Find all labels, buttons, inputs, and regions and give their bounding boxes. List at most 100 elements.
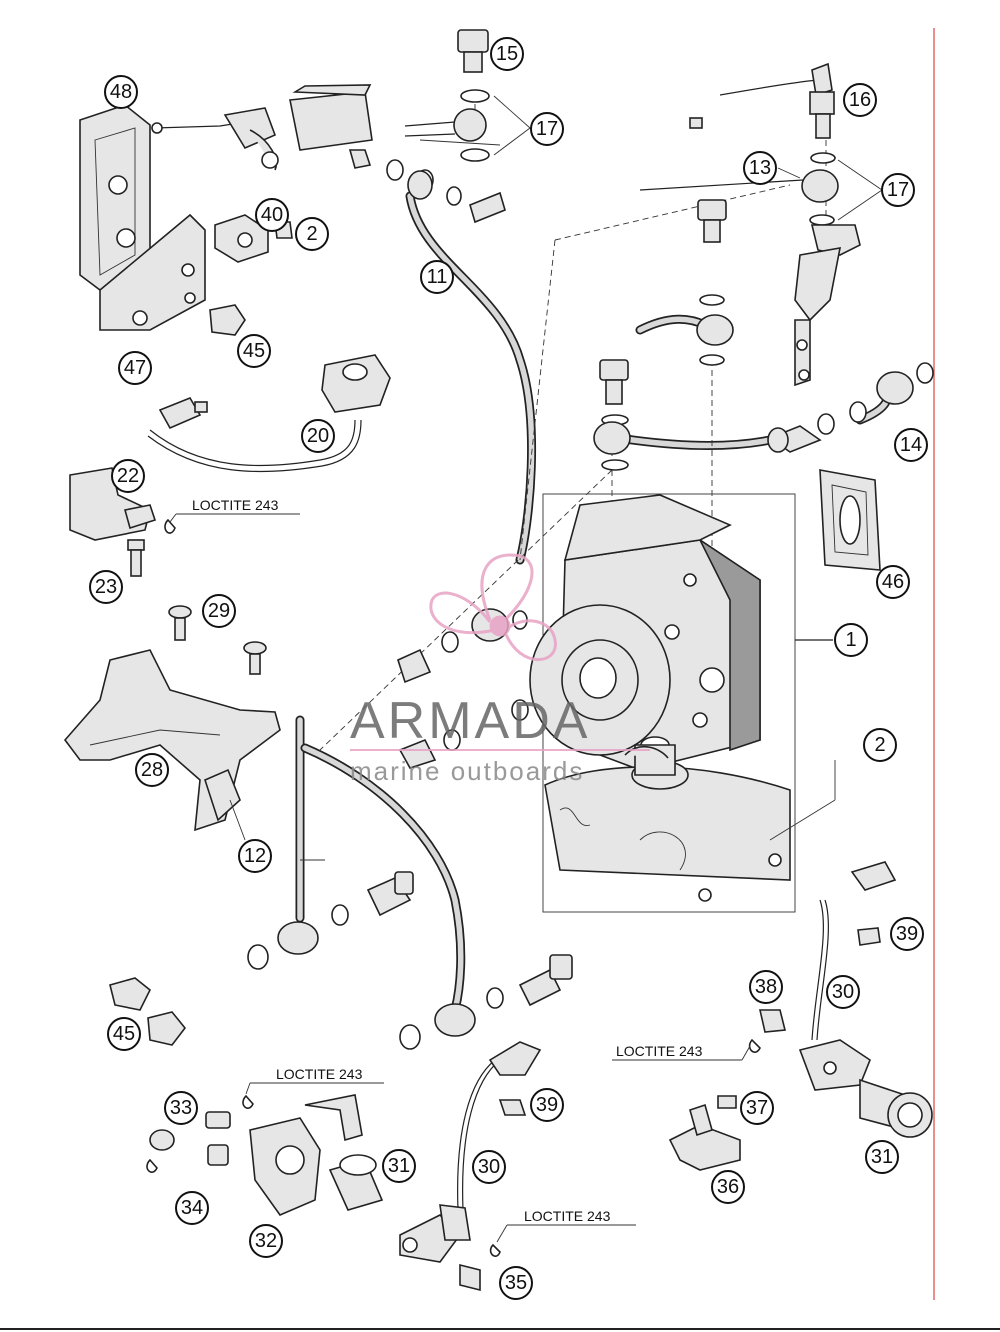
svg-text:22: 22: [117, 465, 139, 487]
svg-text:11: 11: [427, 266, 448, 288]
callout-14: 14: [894, 428, 928, 462]
callout-leaders: [229, 95, 883, 841]
rear-master-cylinder: [639, 62, 861, 387]
brake-pedal-bracket: [79, 104, 206, 331]
svg-text:28: 28: [141, 759, 163, 781]
svg-text:33: 33: [170, 1097, 192, 1119]
callout-22: 22: [111, 459, 145, 493]
svg-text:31: 31: [871, 1146, 893, 1168]
lower-fittings: [247, 608, 573, 1050]
svg-text:36: 36: [717, 1176, 739, 1198]
brake-lines: [147, 79, 893, 1211]
svg-text:40: 40: [261, 204, 283, 226]
rear-sensor-right: [668, 861, 933, 1171]
callout-2-top: 2: [295, 217, 329, 251]
svg-text:14: 14: [900, 434, 922, 456]
loctite-text-4: LOCTITE 243: [524, 1208, 611, 1224]
callout-46: 46: [876, 565, 910, 599]
callout-31-bottom: 31: [382, 1149, 416, 1183]
callout-47: 47: [118, 351, 152, 385]
callout-17-right: 17: [881, 173, 915, 207]
callout-39-right: 39: [890, 917, 924, 951]
callout-16: 16: [843, 83, 877, 117]
clamp-40: [214, 214, 293, 263]
svg-text:45: 45: [113, 1023, 135, 1045]
svg-text:30: 30: [832, 981, 854, 1003]
svg-text:48: 48: [110, 81, 132, 103]
callout-29: 29: [202, 594, 236, 628]
svg-text:31: 31: [388, 1155, 410, 1177]
holder-28: [63, 649, 281, 832]
cover-46: [819, 469, 881, 571]
bolts-29: [168, 605, 267, 675]
callout-20: 20: [301, 419, 335, 453]
loctite-label-3: LOCTITE 243: [612, 1043, 751, 1061]
callout-40: 40: [255, 198, 289, 232]
callout-32: 32: [249, 1224, 283, 1258]
callout-48: 48: [104, 75, 138, 109]
callout-45-bottom: 45: [107, 1017, 141, 1051]
svg-text:2: 2: [306, 223, 317, 245]
callout-35: 35: [499, 1266, 533, 1300]
callout-39-bottom: 39: [530, 1088, 564, 1122]
abs-unit: [529, 493, 833, 913]
callout-11: 11: [420, 260, 454, 294]
svg-text:30: 30: [478, 1156, 500, 1178]
bracket-22: [69, 467, 176, 577]
svg-text:15: 15: [496, 43, 518, 65]
propeller-logo: [429, 553, 557, 662]
watermark-brand: ARMADA: [350, 692, 590, 750]
svg-text:23: 23: [95, 576, 117, 598]
svg-text:12: 12: [244, 845, 266, 867]
banjo-bolt-top: [404, 29, 490, 162]
armada-watermark: ARMADA marine outboards: [350, 553, 650, 786]
callout-12: 12: [238, 839, 272, 873]
svg-text:16: 16: [849, 89, 871, 111]
clip-45-bottom: [109, 977, 187, 1046]
svg-text:39: 39: [536, 1094, 558, 1116]
callout-31-right: 31: [865, 1140, 899, 1174]
svg-text:35: 35: [505, 1272, 527, 1294]
callout-34: 34: [175, 1191, 209, 1225]
svg-text:29: 29: [208, 600, 230, 622]
callout-23: 23: [89, 570, 123, 604]
callout-15: 15: [490, 37, 524, 71]
loctite-text-2: LOCTITE 243: [276, 1066, 363, 1082]
loctite-text-3: LOCTITE 243: [616, 1043, 703, 1059]
svg-text:46: 46: [882, 571, 904, 593]
callout-13: 13: [743, 151, 777, 185]
callout-37: 37: [740, 1091, 774, 1125]
loctite-label-1: LOCTITE 243: [169, 497, 300, 523]
sensor-20: [158, 354, 391, 430]
callout-30-right: 30: [826, 975, 860, 1009]
callout-1: 1: [834, 623, 868, 657]
callout-28: 28: [135, 753, 169, 787]
callout-30-bottom: 30: [472, 1150, 506, 1184]
svg-text:39: 39: [896, 923, 918, 945]
svg-text:20: 20: [307, 425, 329, 447]
callout-2-right: 2: [863, 728, 897, 762]
svg-text:32: 32: [255, 1230, 277, 1252]
callout-38: 38: [749, 970, 783, 1004]
callout-45-top: 45: [237, 334, 271, 368]
clip-45-top: [209, 304, 246, 336]
loctite-text-1: LOCTITE 243: [192, 497, 279, 513]
front-master-cylinder: [151, 84, 506, 224]
loctite-label-2: LOCTITE 243: [245, 1066, 384, 1095]
abs-banjo-fittings: [593, 199, 934, 471]
svg-text:45: 45: [243, 340, 265, 362]
svg-text:17: 17: [887, 179, 909, 201]
watermark-tagline: marine outboards: [350, 756, 584, 786]
svg-text:17: 17: [536, 118, 558, 140]
callout-36: 36: [711, 1170, 745, 1204]
svg-text:2: 2: [874, 734, 885, 756]
callout-33: 33: [164, 1091, 198, 1125]
svg-text:47: 47: [124, 357, 146, 379]
loctite-label-4: LOCTITE 243: [496, 1208, 636, 1243]
svg-text:13: 13: [749, 157, 771, 179]
svg-text:1: 1: [845, 629, 856, 651]
svg-text:38: 38: [755, 976, 777, 998]
callout-17-top: 17: [530, 112, 564, 146]
svg-text:34: 34: [181, 1197, 203, 1219]
